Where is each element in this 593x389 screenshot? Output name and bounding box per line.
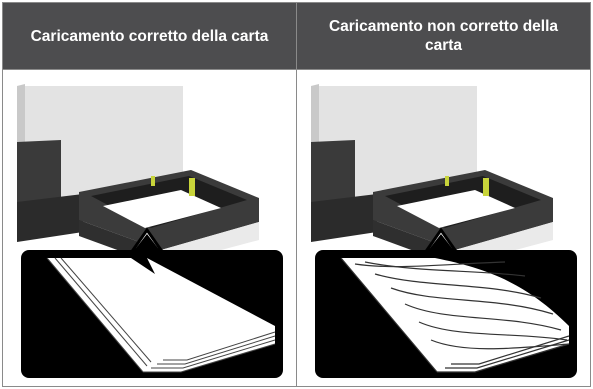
paper-tray-flat-stack-icon — [11, 82, 289, 381]
paper-tray-curled-stack-icon — [305, 82, 583, 381]
header-incorrect-label: Caricamento non corretto della carta — [328, 18, 559, 54]
correct-loading-cell — [3, 69, 297, 386]
incorrect-loading-cell — [297, 69, 590, 386]
header-correct-loading: Caricamento corretto della carta — [3, 3, 297, 69]
header-incorrect-loading: Caricamento non corretto della carta — [297, 3, 590, 69]
header-correct-label: Caricamento corretto della carta — [30, 27, 269, 45]
